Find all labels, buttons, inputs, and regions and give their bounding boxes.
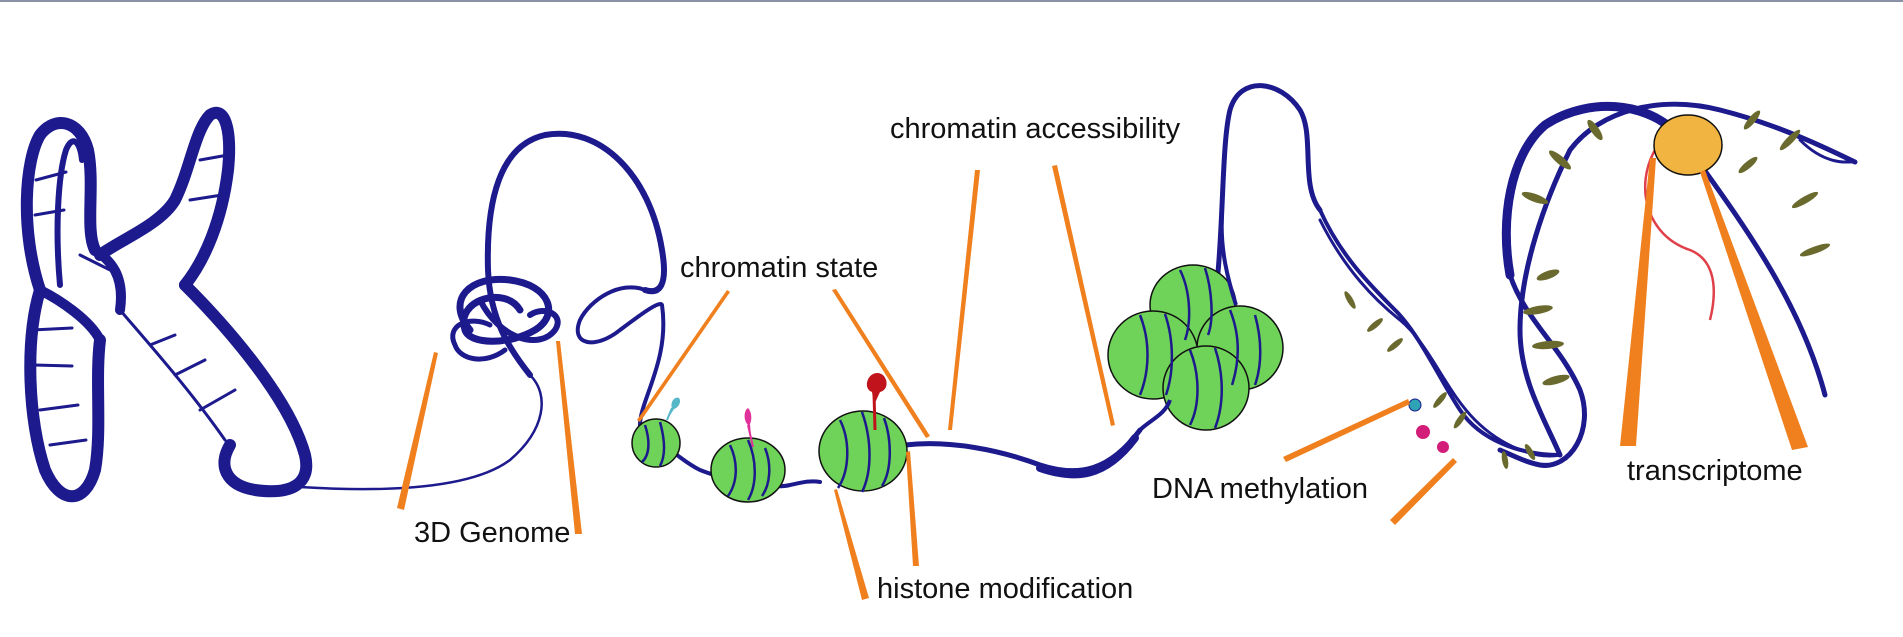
top-border: [0, 0, 1903, 2]
annotation-pointers: [397, 158, 1808, 600]
label-3d-genome: 3D Genome: [414, 517, 570, 549]
label-dna-methylation: DNA methylation: [1152, 473, 1368, 505]
nucleosome-icon: [631, 410, 908, 503]
label-chromatin-accessibility: chromatin accessibility: [890, 113, 1181, 145]
label-chromatin-state: chromatin state: [680, 252, 878, 284]
label-histone-modification: histone modification: [877, 573, 1133, 605]
dna-strand: [298, 83, 1562, 491]
rna-polymerase-icon: [1643, 114, 1723, 321]
chromosome-icon: [20, 107, 313, 503]
nucleosome-cluster-icon: [1107, 214, 1284, 432]
label-transcriptome: transcriptome: [1627, 455, 1803, 487]
histone-mark-icons: [666, 372, 887, 448]
dna-double-helix-icon: [1344, 101, 1858, 469]
